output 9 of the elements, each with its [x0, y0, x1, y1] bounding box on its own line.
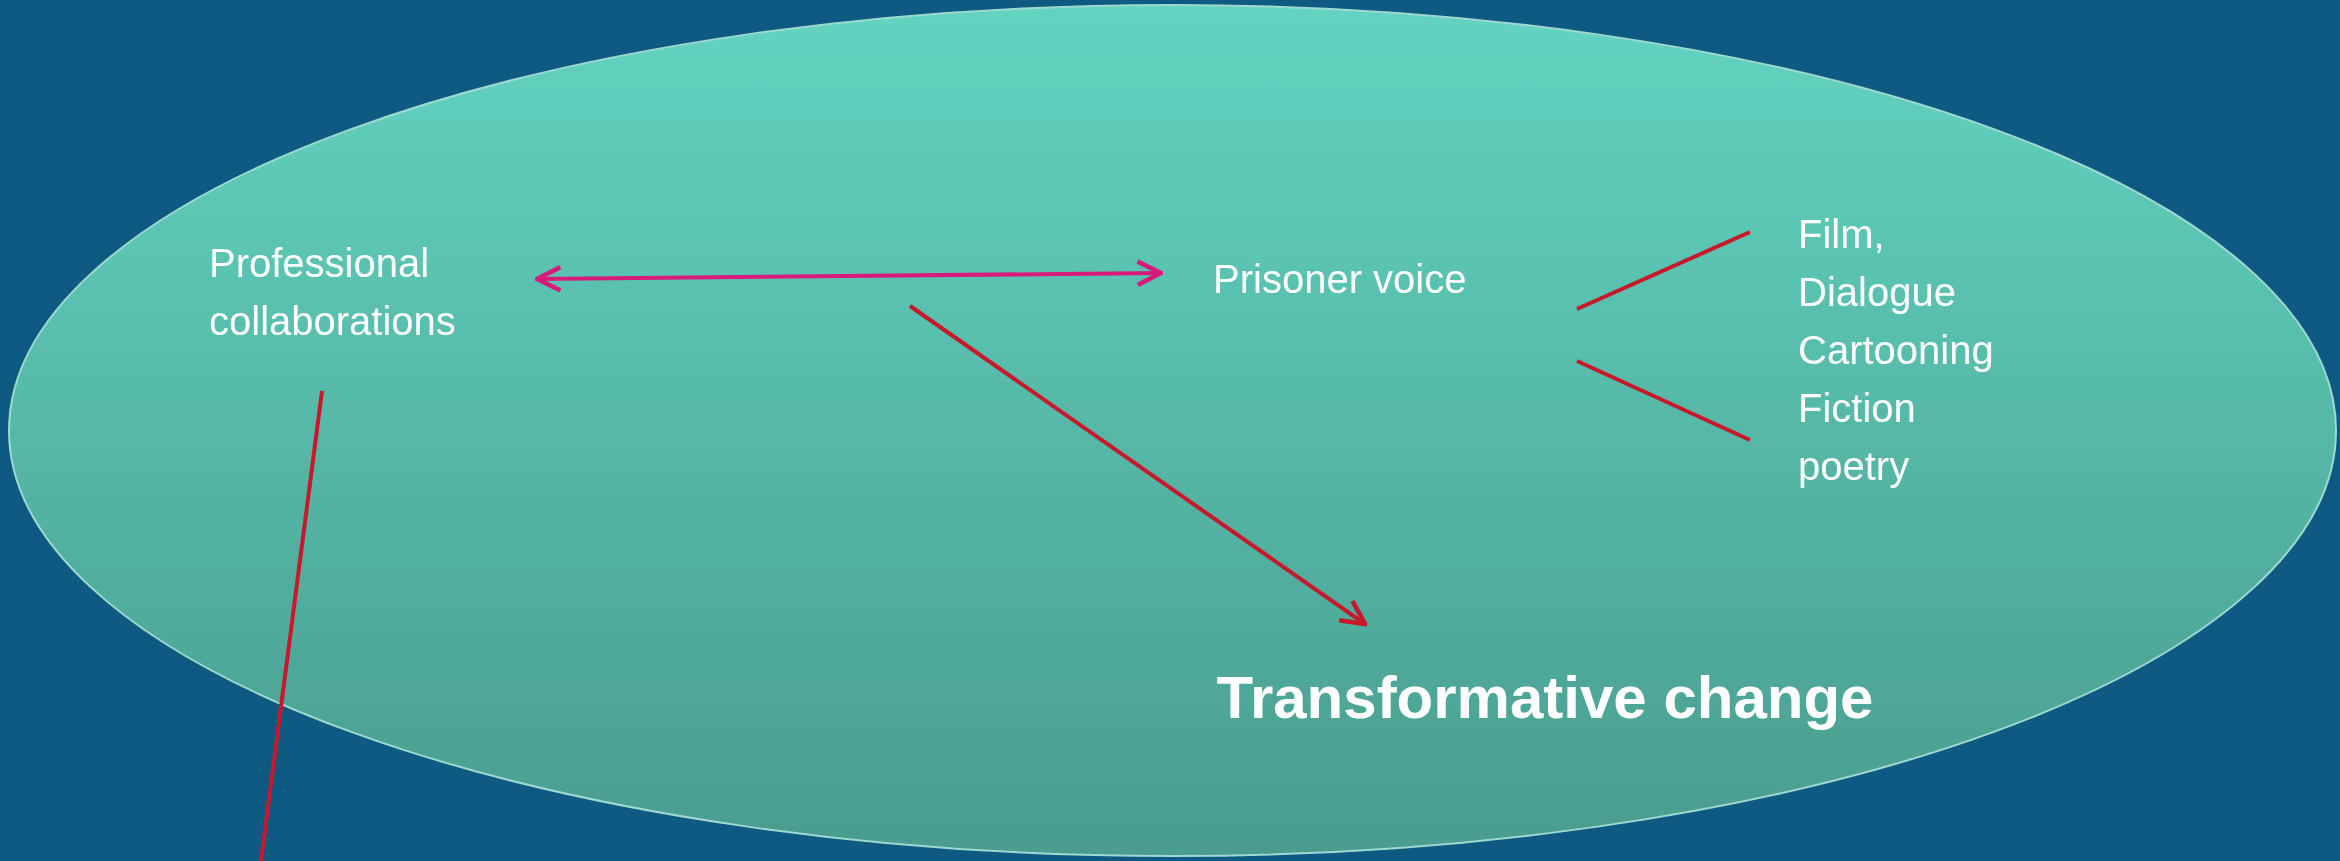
connector-line	[1576, 359, 1751, 442]
arrow	[534, 259, 1164, 293]
node-label: Prisoner voice	[1161, 250, 1577, 365]
arrow	[908, 304, 1368, 627]
connector-line	[1576, 230, 1751, 311]
node-label: Transformative change	[1150, 624, 1940, 754]
connector-line	[259, 390, 324, 861]
node-label: Professional collaborations	[209, 234, 537, 391]
node-label: Film, Dialogue Cartooning Fiction poetry	[1750, 205, 2040, 490]
